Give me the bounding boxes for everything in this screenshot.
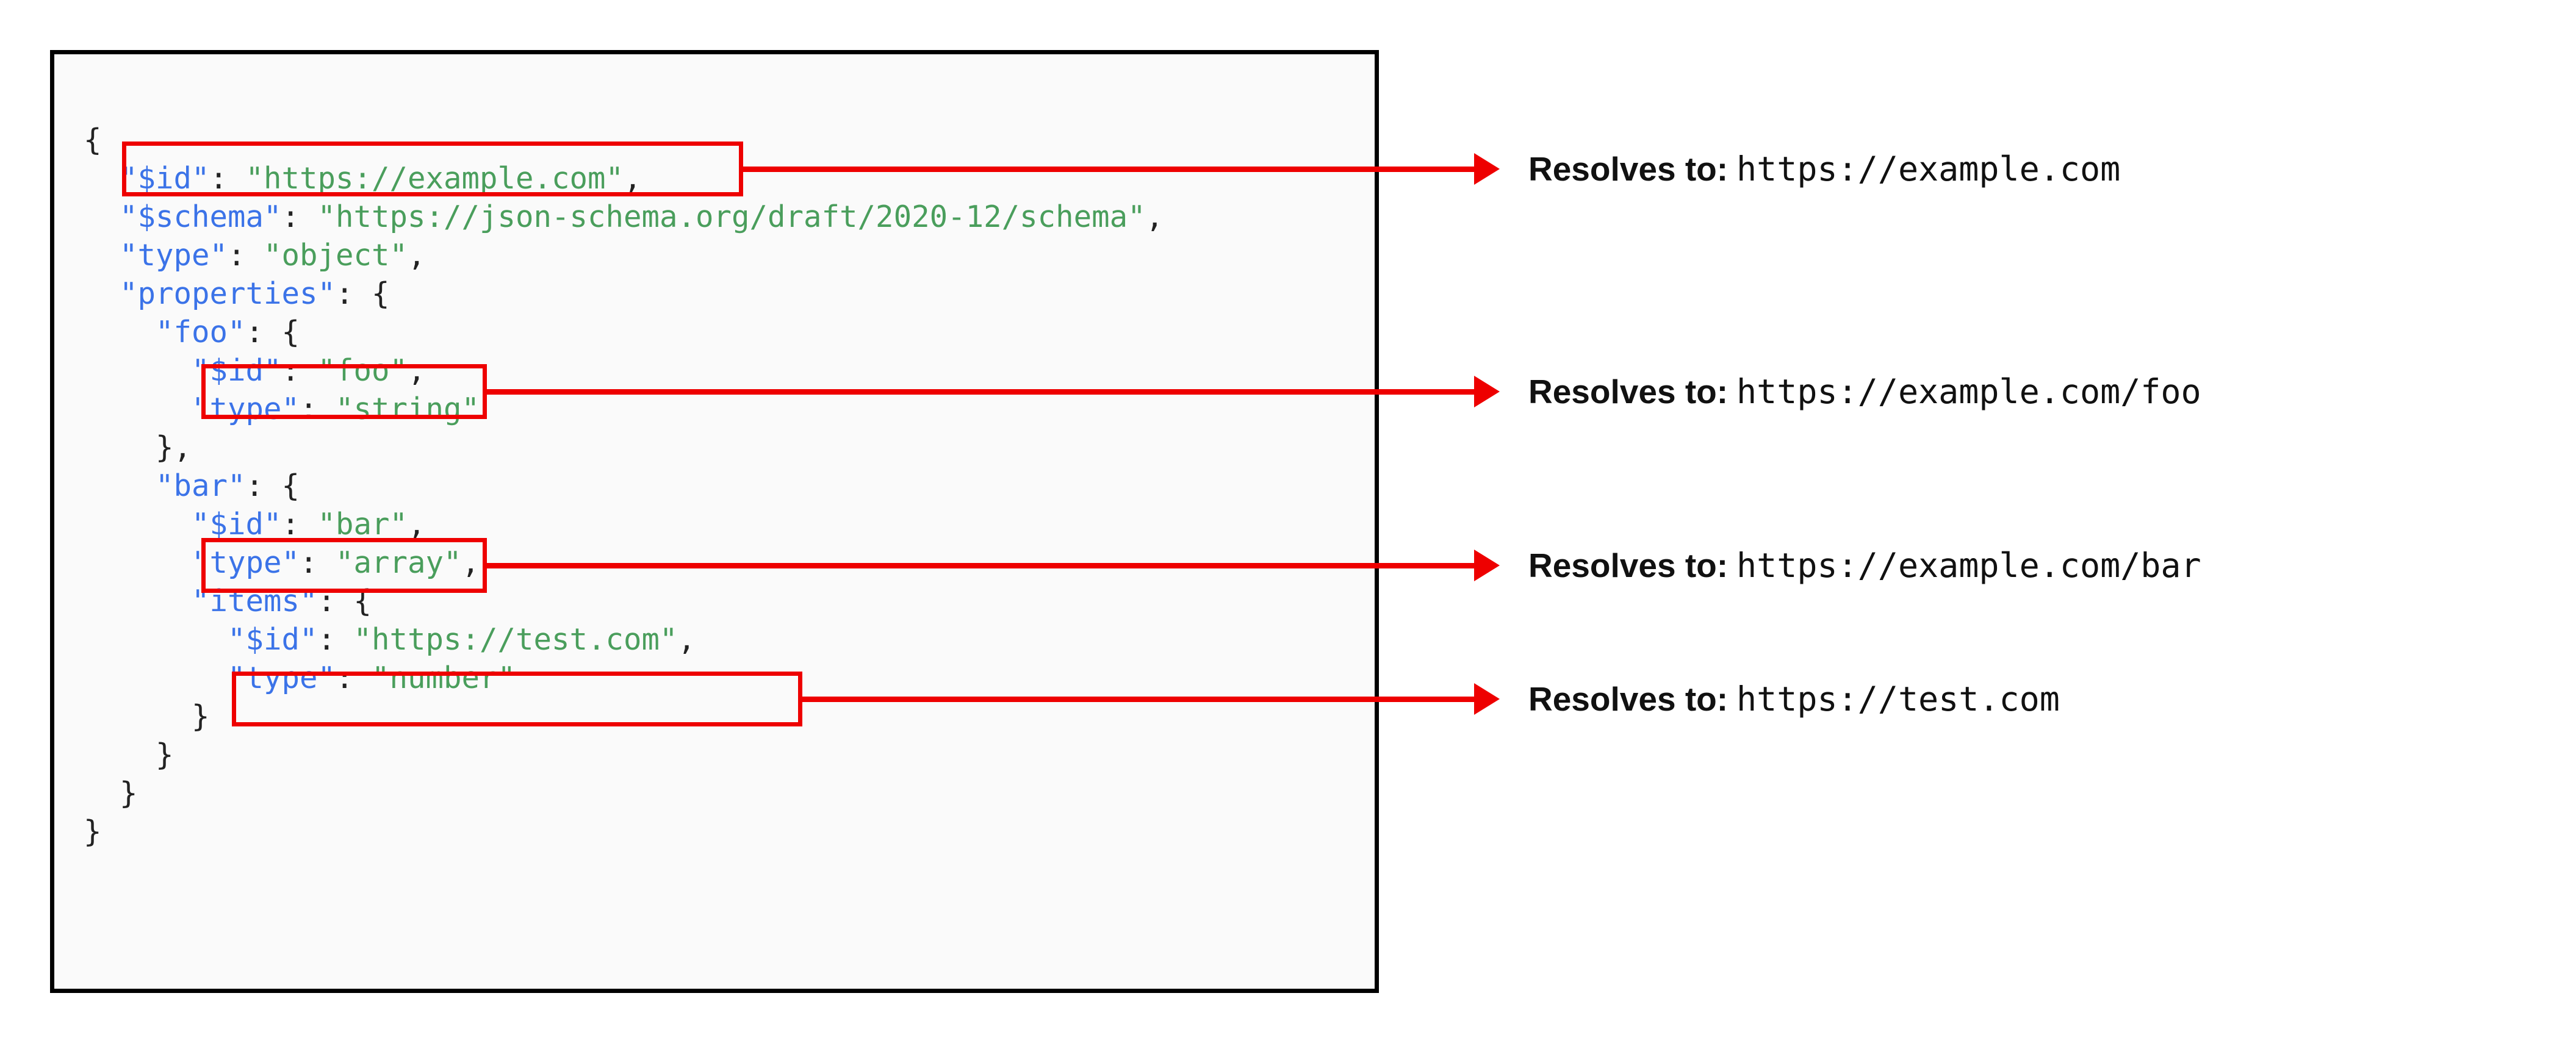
resolves-foo: Resolves to:https://example.com/foo [1528,375,2201,409]
code-token-key: "$id" [192,353,282,388]
code-line: { [84,121,1164,159]
arrow-to-root-line [743,167,1474,172]
code-token-str: "https://json-schema.org/draft/2020-12/s… [317,199,1146,234]
code-token-key: "$schema" [120,199,282,234]
code-token-punct: : [281,353,318,388]
code-token-key: "items" [192,584,318,618]
code-token-key: "bar" [156,468,246,503]
code-token-punct: : [281,199,318,234]
json-code-block: { "$id": "https://example.com", "$schema… [84,121,1164,851]
code-token-punct: : [300,545,336,580]
code-token-punct: , [408,353,426,388]
code-token-punct: , [1145,199,1164,234]
code-token-str: "array" [336,545,462,580]
code-token-punct: { [84,123,102,157]
code-token-punct: : [209,161,246,196]
code-token-str: "object" [264,238,408,273]
code-line: }, [84,428,1164,467]
code-token-key: "$id" [120,161,210,196]
resolves-to-label: Resolves to: [1528,680,1729,718]
code-token-punct: , [408,507,426,542]
code-token-key: "type" [192,545,300,580]
code-token-key: "foo" [156,315,246,349]
code-line: "$id": "https://example.com", [84,159,1164,198]
resolves-to-label: Resolves to: [1528,150,1729,188]
code-line: "type": "array", [84,543,1164,582]
code-line: } [84,697,1164,736]
arrow-to-foo-arrowhead-icon [1474,376,1500,407]
code-token-punct: : { [245,468,300,503]
code-token-punct: : { [245,315,300,349]
code-token-str: "bar" [317,507,408,542]
resolves-root: Resolves to:https://example.com [1528,152,2120,186]
resolved-url-value: https://example.com/foo [1736,372,2201,411]
code-line: "foo": { [84,313,1164,351]
code-token-punct: : { [317,584,372,618]
code-token-punct: : [300,392,336,426]
code-token-punct: : [228,238,264,273]
code-token-str: "https://test.com" [353,622,678,657]
arrow-to-foo-line [487,389,1474,395]
code-line: "bar": { [84,467,1164,505]
resolved-url-value: https://test.com [1736,679,2060,719]
code-token-punct: }, [156,430,192,465]
code-token-str: "string" [336,392,480,426]
code-token-key: "type" [192,392,300,426]
code-token-key: "$id" [192,507,282,542]
code-token-punct: : [281,507,318,542]
code-token-punct: } [120,776,138,811]
arrow-to-bar-arrowhead-icon [1474,550,1500,581]
arrow-to-items-arrowhead-icon [1474,683,1500,715]
code-token-punct: } [156,737,174,772]
resolves-to-label: Resolves to: [1528,547,1729,584]
arrow-to-root-arrowhead-icon [1474,153,1500,185]
resolves-to-label: Resolves to: [1528,373,1729,410]
code-token-str: "number" [372,661,516,695]
code-token-punct: : { [336,276,390,311]
code-line: "$id": "bar", [84,505,1164,543]
resolves-items: Resolves to:https://test.com [1528,683,2060,716]
code-token-punct: } [84,814,102,849]
resolves-bar: Resolves to:https://example.com/bar [1528,549,2201,582]
code-token-punct: , [461,545,480,580]
code-line: } [84,812,1164,851]
arrow-to-bar-line [487,563,1474,568]
code-token-punct: : [317,622,354,657]
code-token-str: "foo" [317,353,408,388]
code-line: "type": "string" [84,390,1164,428]
json-schema-code-panel: { "$id": "https://example.com", "$schema… [50,50,1379,993]
code-token-key: "type" [120,238,228,273]
code-token-str: "https://example.com" [245,161,624,196]
arrow-to-items-line [802,697,1474,702]
code-token-punct: , [624,161,642,196]
code-line: "type": "object", [84,236,1164,274]
code-line: "$id": "https://test.com", [84,620,1164,659]
resolved-url-value: https://example.com [1736,149,2121,188]
code-line: "type": "number" [84,659,1164,697]
code-line: "items": { [84,582,1164,620]
resolved-url-value: https://example.com/bar [1736,546,2201,585]
code-token-key: "properties" [120,276,336,311]
code-token-punct: , [408,238,426,273]
code-token-punct: : [336,661,372,695]
code-line: "$id": "foo", [84,351,1164,390]
code-token-key: "type" [228,661,336,695]
code-line: } [84,736,1164,774]
code-line: "$schema": "https://json-schema.org/draf… [84,198,1164,236]
code-token-punct: , [677,622,696,657]
code-line: } [84,774,1164,812]
code-token-punct: } [192,699,210,734]
code-line: "properties": { [84,274,1164,313]
code-token-key: "$id" [228,622,318,657]
